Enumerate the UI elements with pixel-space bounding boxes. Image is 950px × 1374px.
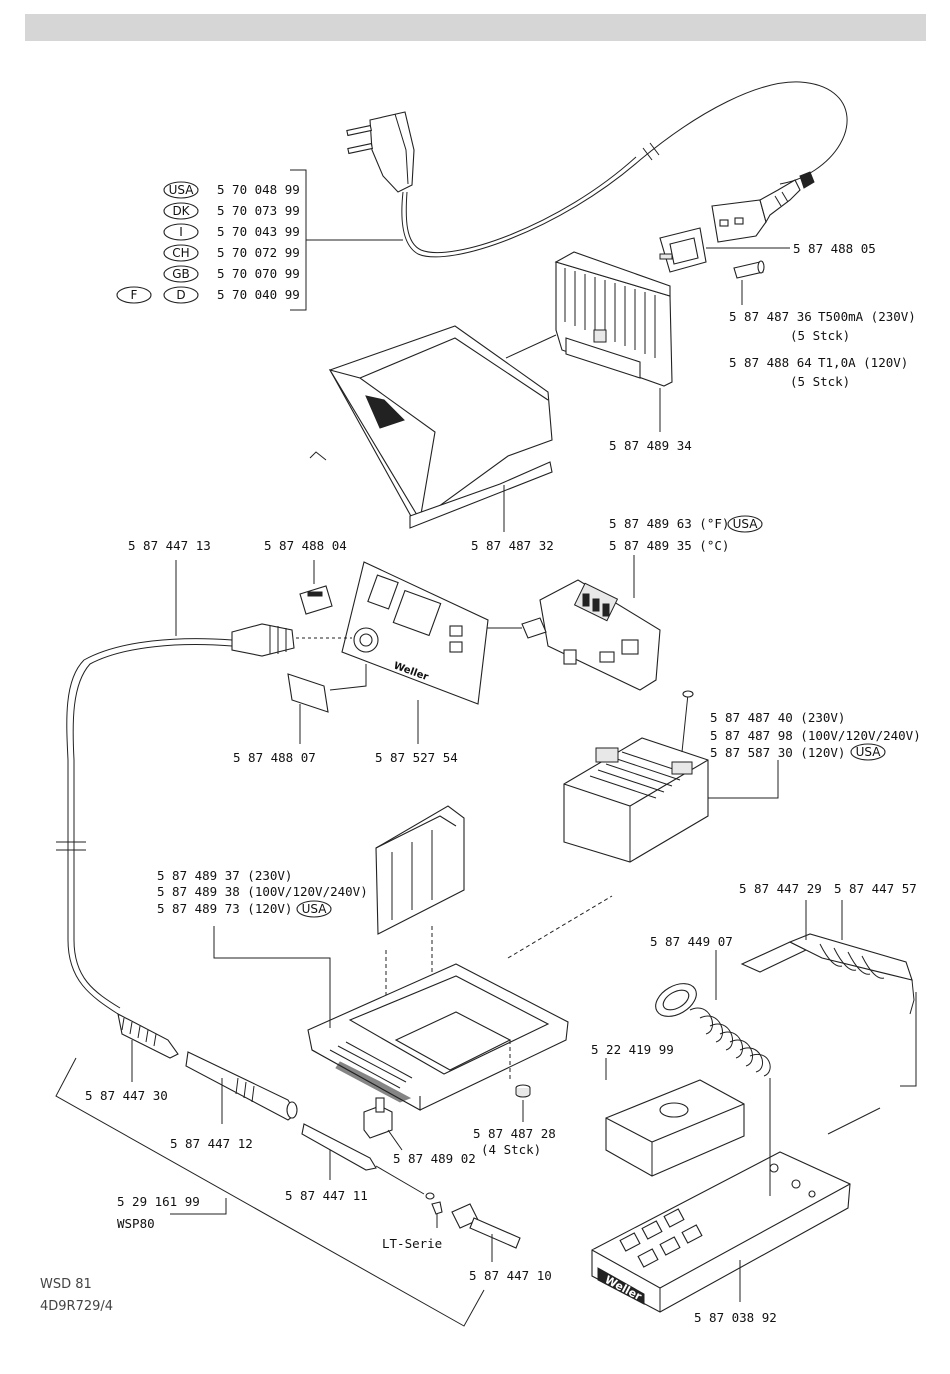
cap-label: 5 87 488 07 [233,750,316,765]
socket-label: 5 87 488 05 [793,241,876,256]
trafo-label-2: 5 87 487 98 (100V/120V/240V) [710,728,921,743]
stand-base: Weller 5 87 038 92 [591,1078,851,1325]
switch: 5 87 488 04 [264,538,347,615]
mains-socket: 5 87 488 05 [659,227,876,273]
grip-label: 5 87 447 30 [85,1088,168,1103]
iron-cable: 5 87 447 13 [56,538,352,1015]
pcb-c-label: 5 87 489 35 (°C) [609,538,729,553]
heatsink: 5 87 489 34 [505,251,692,453]
stand-label: 5 87 038 92 [694,1310,777,1325]
base-label-3: 5 87 489 73 (120V) [157,901,292,916]
part-number: 5 70 048 99 [217,182,300,197]
drawing-code: 4D9R729/4 [40,1299,113,1314]
country-code: CH [172,246,189,260]
sponge-label: 5 22 419 99 [591,1042,674,1057]
tip-holder: 5 87 447 29 5 87 447 57 [739,881,917,1135]
pcb-f-label: 5 87 489 63 (°F) [609,516,729,531]
base-label-1: 5 87 489 37 (230V) [157,868,292,883]
feet-qty: (4 Stck) [481,1142,541,1157]
part-number: 5 70 073 99 [217,203,300,218]
part-number: 5 70 040 99 [217,287,300,302]
shield-plate [375,805,465,1000]
part-number: 5 70 070 99 [217,266,300,281]
holder-b-label: 5 87 447 57 [834,881,917,896]
iron-model-label: WSP80 [117,1216,155,1231]
header-bar [25,14,926,41]
country-code: D [176,288,185,302]
base-label-2: 5 87 489 38 (100V/120V/240V) [157,884,368,899]
iron-set-label: 5 29 161 99 [117,1194,200,1209]
country-bracket [290,169,403,311]
trafo-label-1: 5 87 487 40 (230V) [710,710,845,725]
fuse-120-qty: (5 Stck) [790,374,850,389]
tip-nut-label: 5 87 447 10 [469,1268,552,1283]
switch-label: 5 87 488 04 [264,538,347,553]
heater-label: 5 87 447 11 [285,1188,368,1203]
fuse-230-spec: T500mA (230V) [818,309,916,324]
country-code: F [131,288,138,302]
country-list: USA 5 70 048 99 DK 5 70 073 99 I 5 70 04… [116,181,300,304]
fuse: 5 87 487 36 T500mA (230V) (5 Stck) 5 87 … [729,260,916,389]
part-number: 5 70 072 99 [217,245,300,260]
spiral-holder: 5 87 449 07 [650,934,771,1077]
country-code: USA [733,517,759,531]
spiral-label: 5 87 449 07 [650,934,733,949]
base-housing: 5 87 489 37 (230V) 5 87 489 38 (100V/120… [157,868,613,1111]
bracket: 5 87 489 02 [363,1097,476,1166]
cover-cap: 5 87 488 07 [233,664,367,765]
bracket-label: 5 87 489 02 [393,1151,476,1166]
country-code: I [179,225,183,239]
control-pcb: 5 87 489 63 (°F) USA 5 87 489 35 (°C) [480,515,763,691]
country-code: GB [172,267,190,281]
sponge: 5 22 419 99 [591,1042,745,1177]
front-panel-label: 5 87 527 54 [375,750,458,765]
feet-label: 5 87 487 28 [473,1126,556,1141]
country-code: USA [169,183,195,197]
holder-a-label: 5 87 447 29 [739,881,822,896]
housing-cover: 5 87 487 32 [309,325,554,553]
part-number: 5 70 043 99 [217,224,300,239]
rubber-foot: 5 87 487 28 (4 Stck) [473,1040,556,1157]
fuse-120-part: 5 87 488 64 [729,355,812,370]
fuse-230-qty: (5 Stck) [790,328,850,343]
cover-label: 5 87 487 32 [471,538,554,553]
handle-label: 5 87 447 12 [170,1136,253,1151]
mains-cable [346,81,848,258]
iron-cable-label: 5 87 447 13 [128,538,211,553]
trafo-label-3: 5 87 587 30 (120V) [710,745,845,760]
fuse-120-spec: T1,0A (120V) [818,355,908,370]
transformer: 5 87 487 40 (230V) 5 87 487 98 (100V/120… [563,690,921,863]
heatsink-label: 5 87 489 34 [609,438,692,453]
front-panel: Weller 5 87 527 54 [341,561,489,765]
country-code: DK [172,204,190,218]
fuse-230-part: 5 87 487 36 [729,309,812,324]
soldering-iron-parts: 5 87 447 30 5 87 447 12 5 87 447 11 LT-S… [55,1012,552,1327]
country-code: USA [856,745,882,759]
model-code: WSD 81 [40,1277,92,1292]
tip-series-label: LT-Serie [382,1236,442,1251]
country-code: USA [302,902,328,916]
